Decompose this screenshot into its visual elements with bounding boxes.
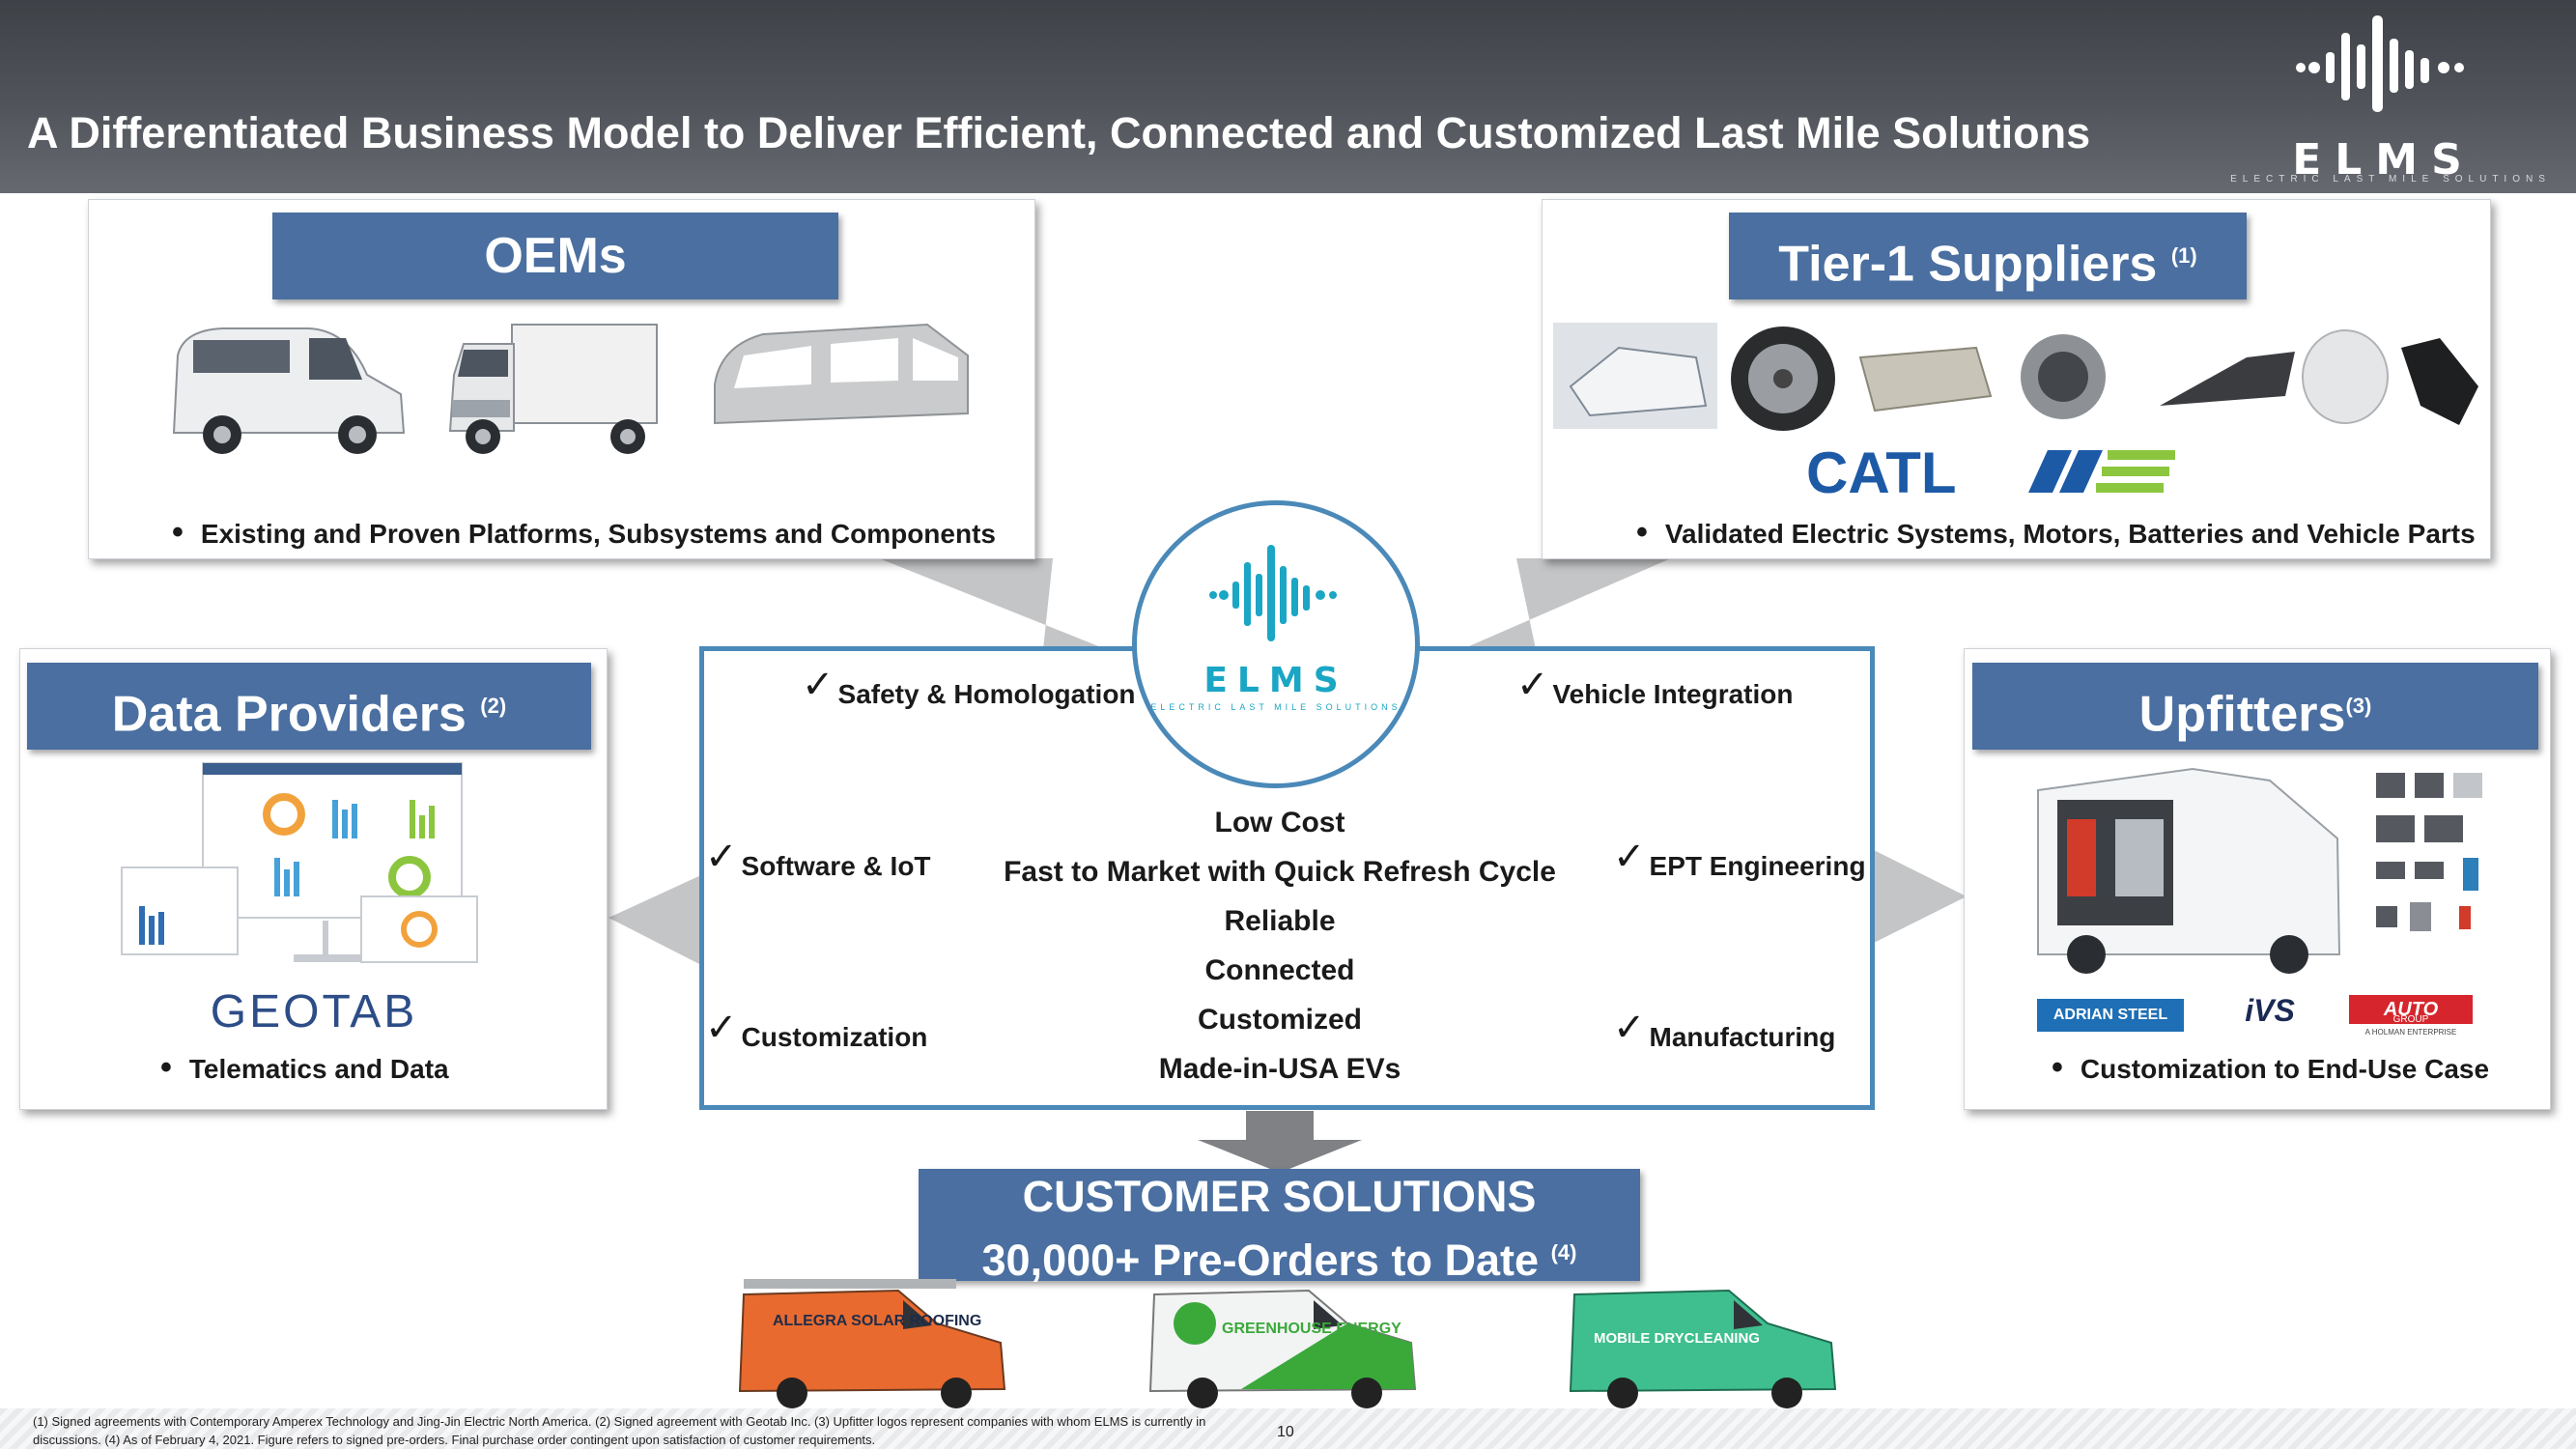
elms-center-tagline: ELECTRIC LAST MILE SOLUTIONS [1150,702,1401,712]
check-safety-homologation: ✓Safety & Homologation [802,664,1136,709]
jj-logo-icon [2028,450,2072,493]
chassis-image [1569,346,1708,417]
attribute-fast-to-market: Fast to Market with Quick Refresh Cycle [1004,856,1556,888]
oems-title: OEMs [484,228,627,284]
elms-logo-icon [2296,15,2464,112]
catl-logo: CATL [1806,442,1957,500]
tier1-title: Tier-1 Suppliers [1778,236,2158,293]
svg-text:ALLEGRA SOLAR ROOFING: ALLEGRA SOLAR ROOFING [773,1313,981,1329]
footer-hatch-band [0,1408,2576,1449]
supplier-parts-image [1553,323,2478,431]
auto-truck-group-text: GROUP [2392,1014,2429,1025]
data-providers-bullet-text: Telematics and Data [188,1054,449,1084]
data-providers-footnote-ref: (2) [480,694,507,718]
upfitters-banner: Upfitters(3) [1972,663,2538,750]
attribute-made-in-usa: Made-in-USA EVs [1158,1053,1401,1085]
checkmark-icon: ✓ [802,664,835,706]
elms-center-wordmark: ELMS [1203,661,1348,700]
checkmark-icon: ✓ [705,1007,738,1049]
attribute-connected: Connected [1204,954,1355,986]
elms-center-logo-circle [1132,500,1420,788]
data-providers-bullet: •Telematics and Data [160,1049,449,1086]
upfitters-footnote-ref: (3) [2345,694,2372,718]
arrow-customer [1198,1111,1362,1173]
check-vehicle-integration: ✓Vehicle Integration [1516,664,1794,709]
van-body-frame-image [714,323,969,425]
tier1-banner: Tier-1 Suppliers (1) [1729,213,2247,299]
oem-vehicles-image [172,323,969,454]
check-customization: ✓Customization [705,1007,928,1052]
customer-solutions-banner: CUSTOMER SOLUTIONS 30,000+ Pre-Orders to… [919,1169,1640,1285]
shelving-parts-image [2376,773,2482,931]
attribute-customized: Customized [1197,1004,1362,1036]
battery-pack-image [1858,346,1993,412]
arrow-oems [879,558,1120,655]
white-van-image [172,327,406,454]
arrow-tier1 [1449,558,1671,655]
upfit-van-image [2037,767,2482,974]
check-manufacturing: ✓Manufacturing [1613,1007,1836,1052]
auto-truck-logo: AUTO TRUCK [2349,995,2473,1049]
upfitters-title: Upfitters [2138,686,2346,743]
elms-logo-tagline: ELECTRIC LAST MILE SOLUTIONS [2230,174,2551,185]
elms-logo-wordmark: ELMS [2292,135,2476,185]
customer-solutions-title: CUSTOMER SOLUTIONS [1022,1172,1537,1221]
box-truck-image [448,324,658,454]
header-bar [0,0,2576,193]
attribute-reliable: Reliable [1224,905,1336,937]
van-allegra-solar-roofing: ALLEGRA SOLAR ROOFING [738,1279,1006,1408]
footnote-text: (1) Signed agreements with Contemporary … [33,1414,1206,1447]
van-greenhouse-energy: GREENHOUSE ENERGY [1148,1289,1417,1408]
tier1-bullet: •Validated Electric Systems, Motors, Bat… [1636,514,2476,551]
telematics-dashboard-image [121,762,478,963]
adrian-steel-logo: ADRIAN STEEL [2037,999,2184,1032]
catl-jj-logos: CATL [1806,442,2175,500]
checkmark-icon: ✓ [1613,1007,1646,1049]
oems-bullet-text: Existing and Proven Platforms, Subsystem… [200,519,996,549]
upfitters-bullet: •Customization to End-Use Case [2052,1049,2490,1086]
checkmark-icon: ✓ [705,836,738,878]
check-software-iot: ✓Software & IoT [705,836,931,881]
geotab-logo: GEOTAB [210,986,418,1037]
data-providers-banner: Data Providers (2) [27,663,591,750]
page-title: A Differentiated Business Model to Deliv… [27,108,2091,157]
checkmark-icon: ✓ [1613,836,1646,878]
arrow-upfitters [1874,850,1967,943]
data-providers-title: Data Providers [111,686,467,743]
van-mobile-drycleaning: MOBILE DRYCLEANING [1569,1289,1837,1408]
svg-text:GREENHOUSE ENERGY: GREENHOUSE ENERGY [1222,1321,1401,1337]
attribute-low-cost: Low Cost [1214,807,1345,838]
tier1-bullet-text: Validated Electric Systems, Motors, Batt… [1664,519,2476,549]
check-ept-engineering: ✓EPT Engineering [1613,836,1866,881]
arrow-data-providers [609,874,703,966]
customer-vans-image: ALLEGRA SOLAR ROOFING GREENHOUSE ENERGY … [738,1279,1837,1408]
oems-bullet: •Existing and Proven Platforms, Subsyste… [172,514,996,551]
elms-center-logo-icon [1209,545,1337,641]
seatbelt-image [2401,338,2478,425]
upfitters-bullet-text: Customization to End-Use Case [2080,1054,2490,1084]
pre-orders-line: 30,000+ Pre-Orders to Date (4) [981,1236,1577,1285]
ivs-logo: iVS [2245,993,2295,1028]
oems-banner: OEMs [272,213,838,299]
tier1-footnote-ref: (1) [2170,243,2197,268]
airbag-image [2302,329,2389,424]
page-number: 10 [1277,1424,1294,1440]
customer-footnote-ref: (4) [1550,1240,1577,1264]
glass-panel-image [2160,352,2295,406]
holman-enterprise-text: A HOLMAN ENTERPRISE [2364,1028,2457,1037]
checkmark-icon: ✓ [1516,664,1549,706]
svg-text:MOBILE DRYCLEANING: MOBILE DRYCLEANING [1594,1330,1760,1347]
